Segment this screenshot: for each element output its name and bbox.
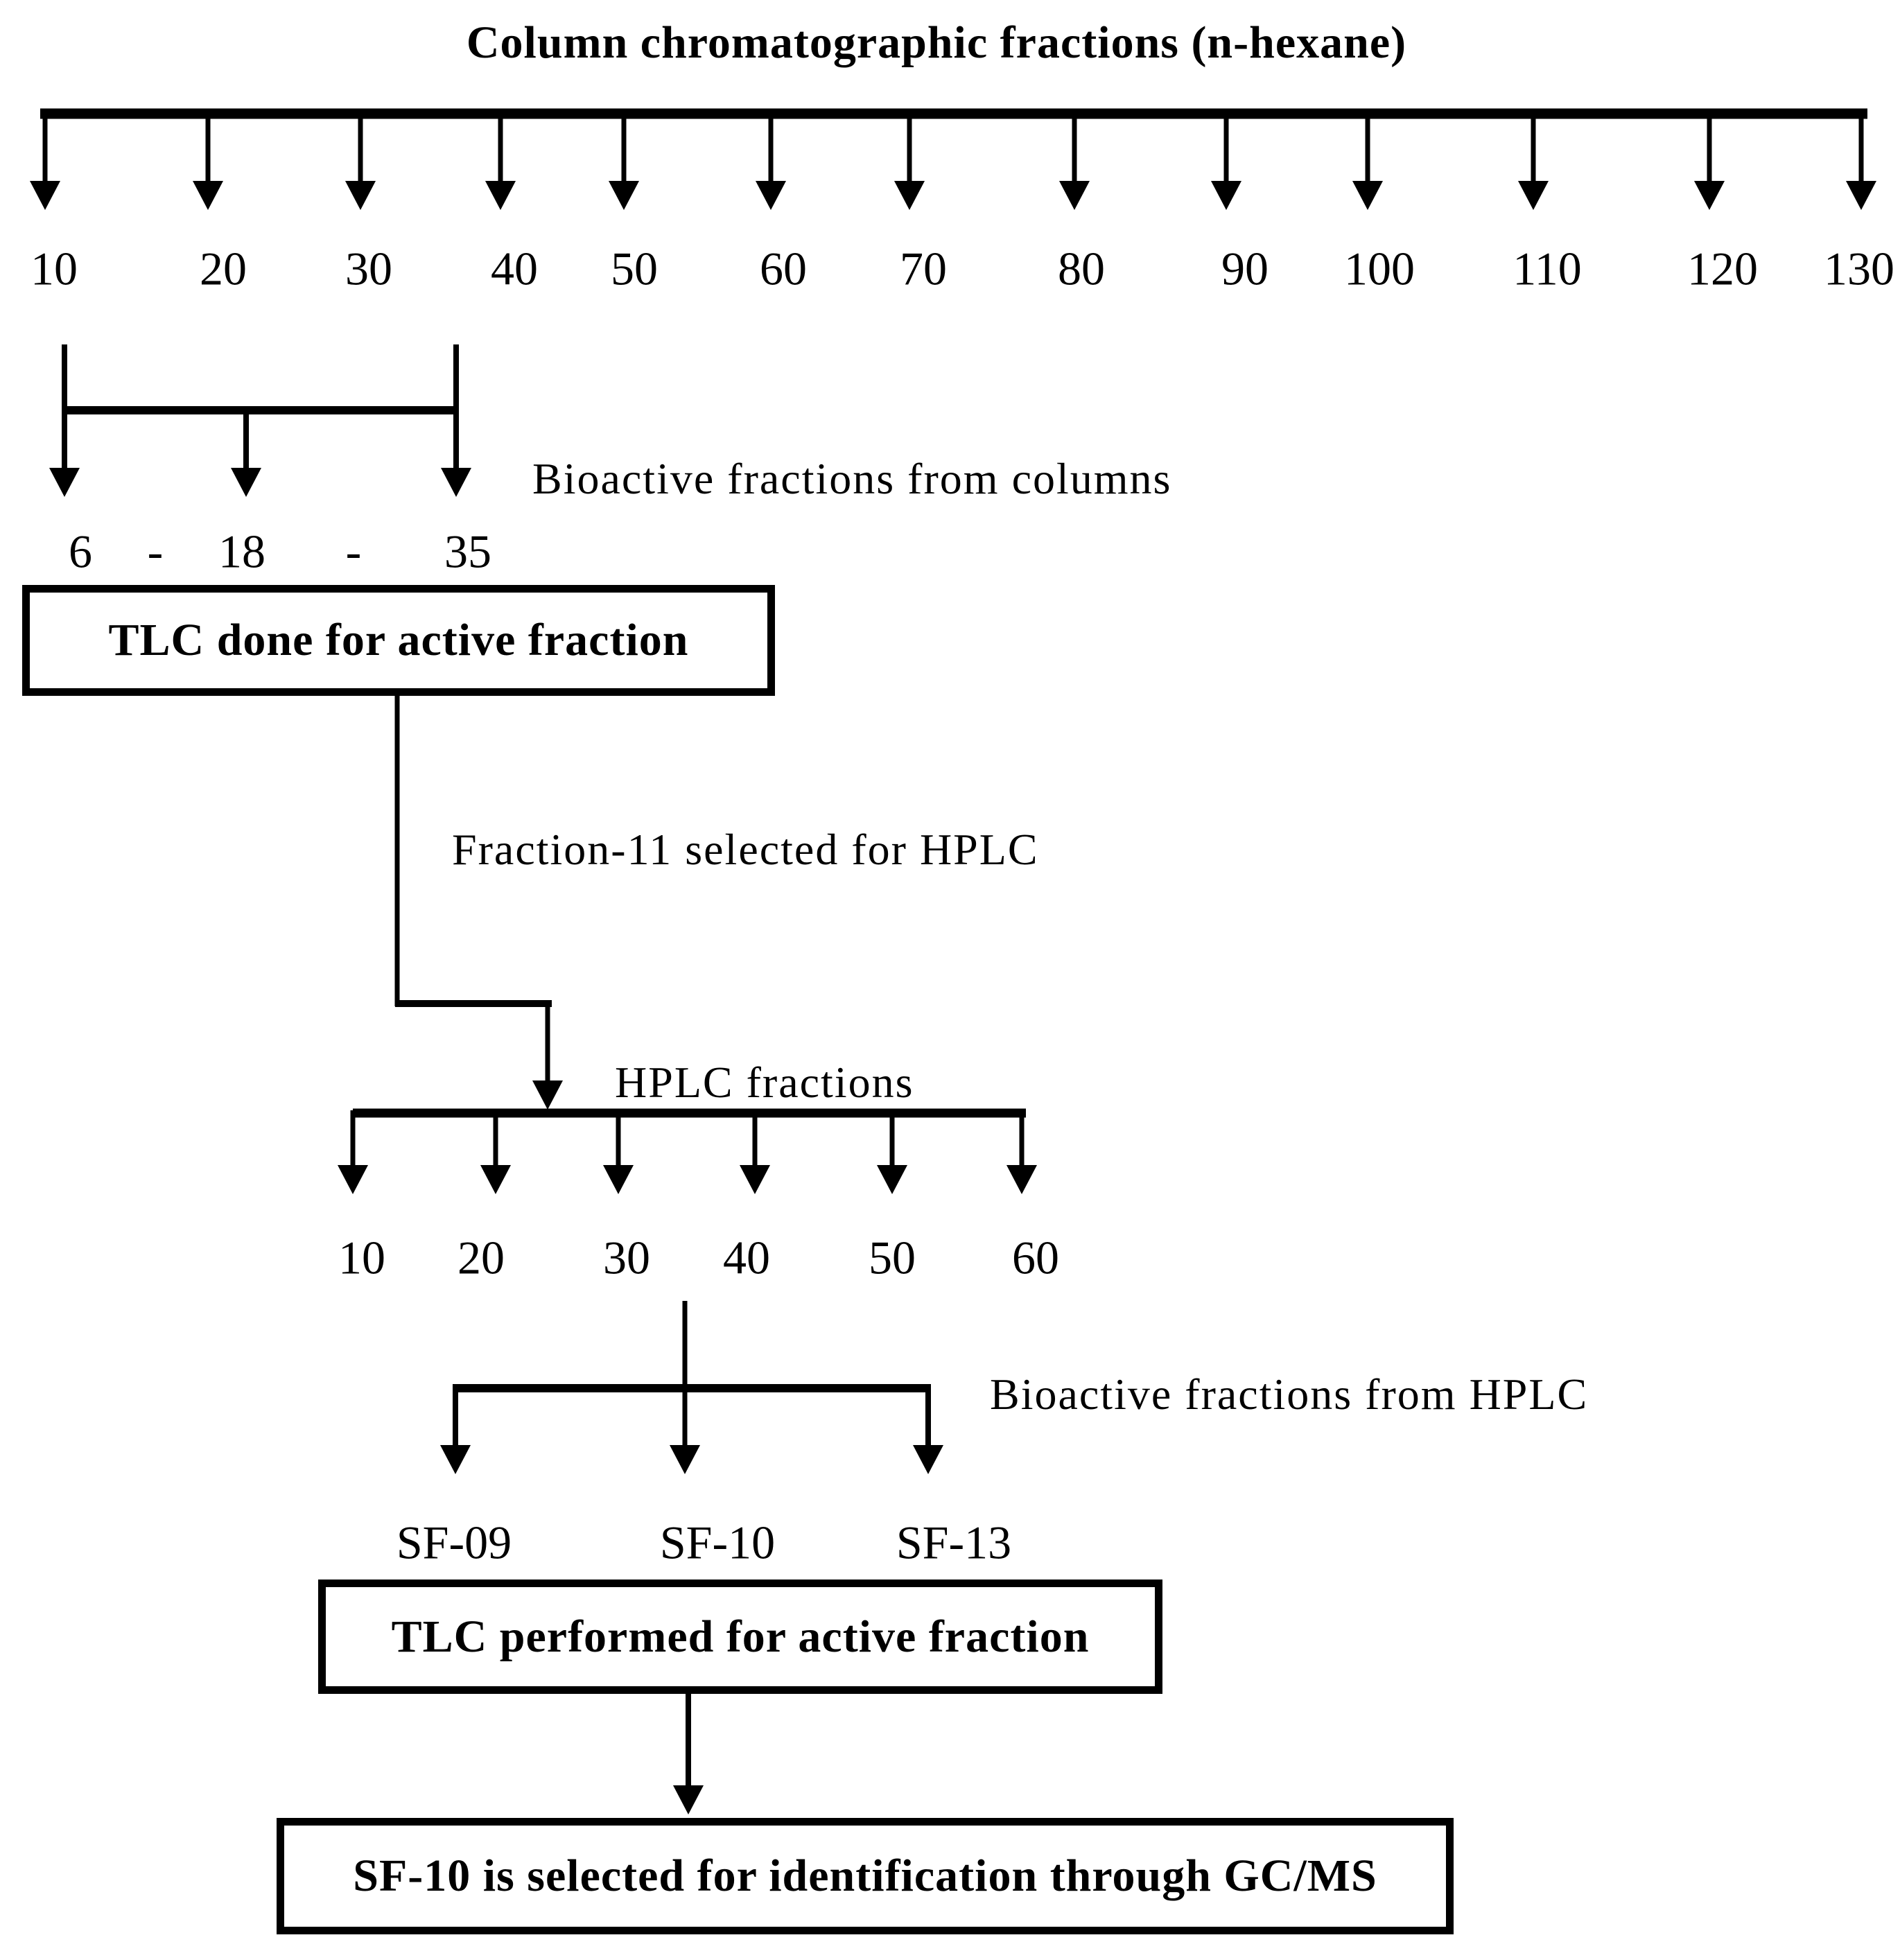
final-selection-text: SF-10 is selected for identification thr… [353,1850,1377,1901]
column-fraction-label: 70 [900,242,947,295]
fraction-separator: - [147,525,164,578]
tlc-box-2-text: TLC performed for active fraction [391,1611,1090,1662]
column-fraction-label: 50 [611,242,658,295]
final-selection-box: SF-10 is selected for identification thr… [277,1818,1454,1934]
column-fraction-label: 60 [760,242,807,295]
hplc-fraction-label: 60 [1012,1231,1059,1284]
hplc-fraction-label: 30 [603,1231,650,1284]
bioactive-hplc-label: Bioactive fractions from HPLC [990,1370,1589,1419]
column-fraction-label: 120 [1687,242,1758,295]
hplc-fraction-label: 20 [457,1231,505,1284]
bioactive-column-fraction: 6 [69,525,92,578]
column-fraction-label: 110 [1513,242,1582,295]
bioactive-column-fraction: 35 [444,525,491,578]
tlc-box-1-text: TLC done for active fraction [108,615,689,665]
column-fraction-label: 30 [345,242,392,295]
hplc-fraction-label: 50 [869,1231,916,1284]
hplc-fractions-label: HPLC fractions [615,1058,914,1107]
hplc-fraction-label: 40 [723,1231,770,1284]
column-fraction-label: 90 [1221,242,1269,295]
hplc-selection-label: Fraction-11 selected for HPLC [452,825,1039,874]
fraction-separator: - [345,525,362,578]
bioactive-hplc-fraction: SF-09 [396,1516,512,1569]
bioactive-column-fraction: 18 [218,525,265,578]
bioactive-columns-label: Bioactive fractions from columns [532,454,1172,503]
bioactive-hplc-fraction: SF-13 [896,1516,1012,1569]
column-fraction-label: 130 [1824,242,1894,295]
bioactive-hplc-fraction: SF-10 [659,1516,776,1569]
tlc-box-1: TLC done for active fraction [22,585,775,696]
column-fraction-label: 10 [30,242,78,295]
hplc-fraction-label: 10 [338,1231,385,1284]
tlc-box-2: TLC performed for active fraction [318,1580,1162,1694]
diagram-title: Column chromatographic fractions (n-hexa… [466,17,1407,68]
column-fraction-label: 80 [1058,242,1105,295]
column-fraction-label: 20 [200,242,247,295]
column-fraction-label: 100 [1344,242,1415,295]
column-fraction-label: 40 [491,242,538,295]
